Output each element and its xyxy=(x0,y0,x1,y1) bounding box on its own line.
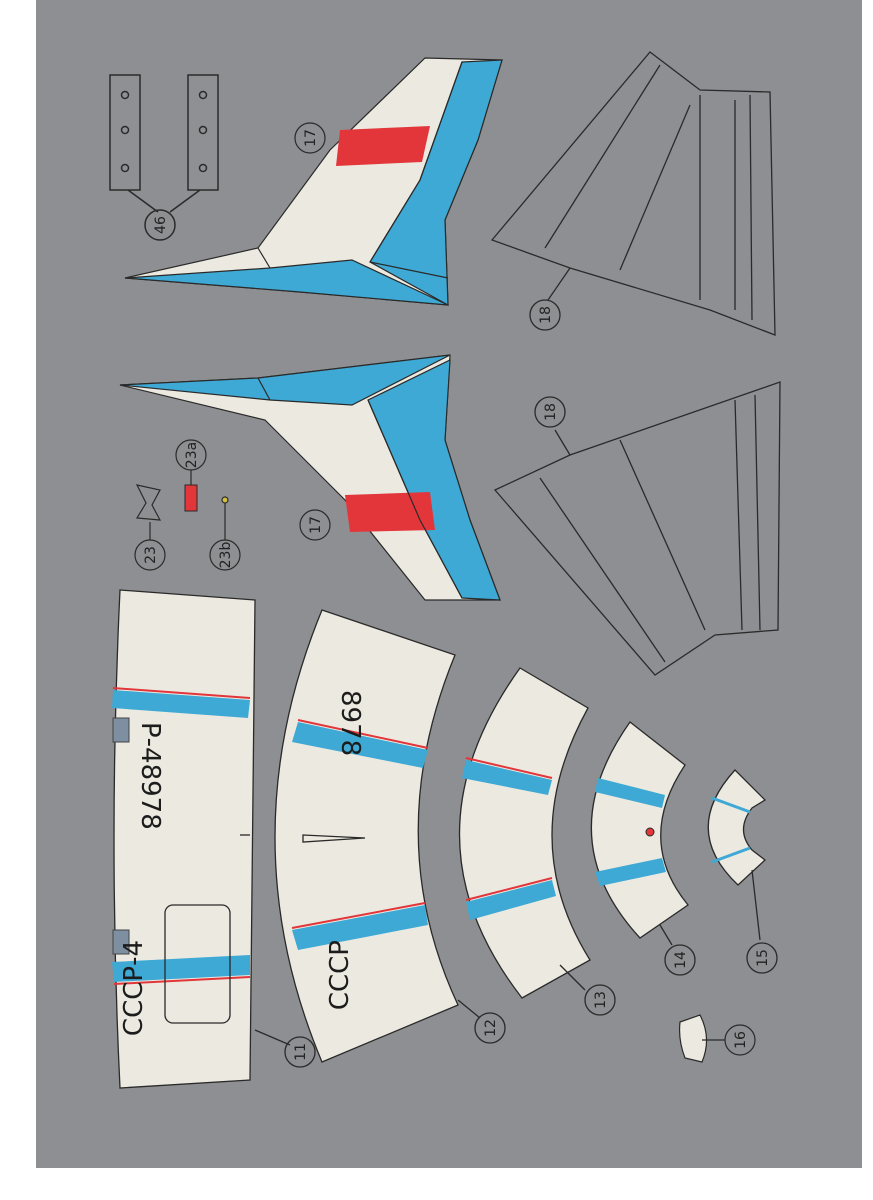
part-17-lower xyxy=(119,354,501,601)
label-12: 12 xyxy=(483,1019,499,1037)
part-12 xyxy=(274,609,506,1063)
part-23b xyxy=(209,496,241,571)
label-16: 16 xyxy=(733,1031,749,1049)
label-15: 15 xyxy=(755,949,771,967)
part-23 xyxy=(134,484,166,571)
label-13: 13 xyxy=(593,991,609,1009)
label-14: 14 xyxy=(673,951,689,969)
label-23: 23 xyxy=(143,546,159,564)
label-11: 11 xyxy=(293,1043,309,1061)
part-18-lower xyxy=(493,381,781,676)
part-15 xyxy=(707,769,778,974)
registration-c: СССР xyxy=(325,940,355,1010)
label-46: 46 xyxy=(153,216,169,234)
part-18-upper xyxy=(490,51,776,336)
part-17-upper xyxy=(124,57,503,307)
part-46 xyxy=(109,74,219,241)
label-23a: 23a xyxy=(184,442,200,468)
label-23b: 23b xyxy=(218,542,234,569)
label-17-upper: 17 xyxy=(303,129,319,147)
label-18-upper: 18 xyxy=(538,306,554,324)
label-18-lower: 18 xyxy=(543,403,559,421)
part-11 xyxy=(112,589,316,1089)
part-23a xyxy=(175,439,207,512)
registration-d: 8978 xyxy=(335,690,365,756)
label-17-lower: 17 xyxy=(308,516,324,534)
part-14 xyxy=(590,721,696,976)
registration-b: Р-48978 xyxy=(135,722,165,830)
part-13 xyxy=(458,667,616,1016)
part-16 xyxy=(678,1014,756,1063)
registration-a: СССР-4 xyxy=(119,940,149,1036)
